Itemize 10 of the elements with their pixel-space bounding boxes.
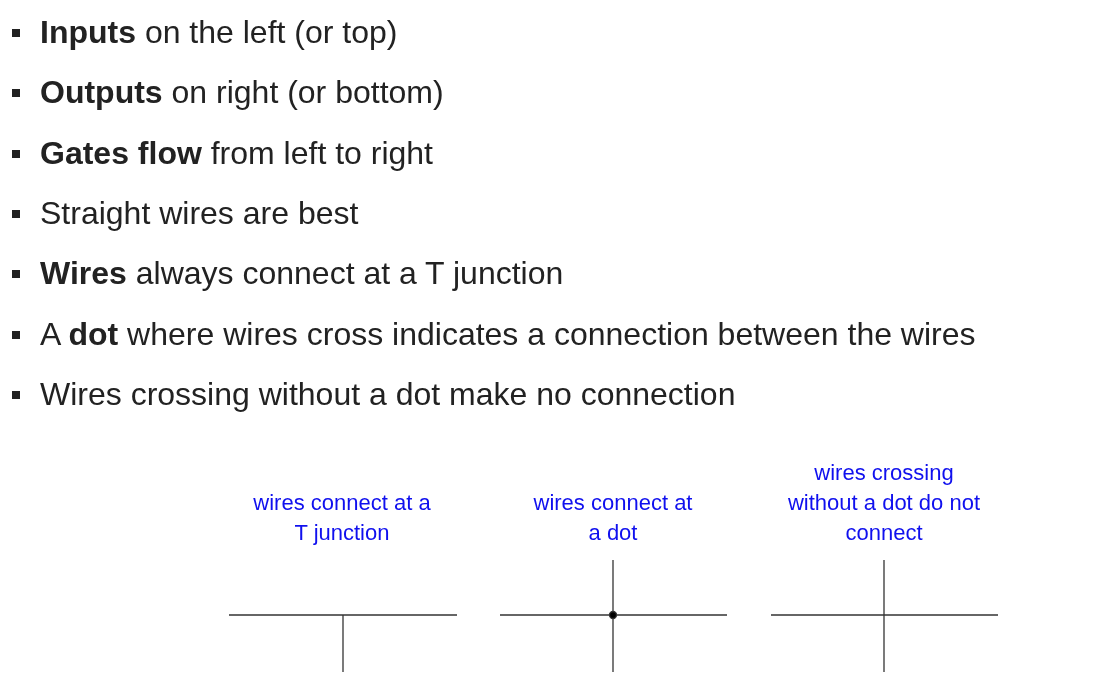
bullet-text: A dot where wires cross indicates a connection between the wires xyxy=(40,314,976,353)
bullet-text: Wires always connect at a T junction xyxy=(40,254,564,293)
bullet-text: Inputs on the left (or top) xyxy=(40,13,398,51)
bullet-text: Straight wires are best xyxy=(40,193,359,232)
caption-text: wires connect at a dot xyxy=(533,489,693,547)
caption-text: wires crossing without a dot do not connect xyxy=(787,459,981,547)
bullet-text: Outputs on right (or bottom) xyxy=(40,73,444,112)
bullet-text: Wires crossing without a dot make no connection xyxy=(40,374,736,413)
bullet-text: Gates flow from left to right xyxy=(40,133,433,172)
caption-text: wires connect at a T junction xyxy=(252,489,432,547)
